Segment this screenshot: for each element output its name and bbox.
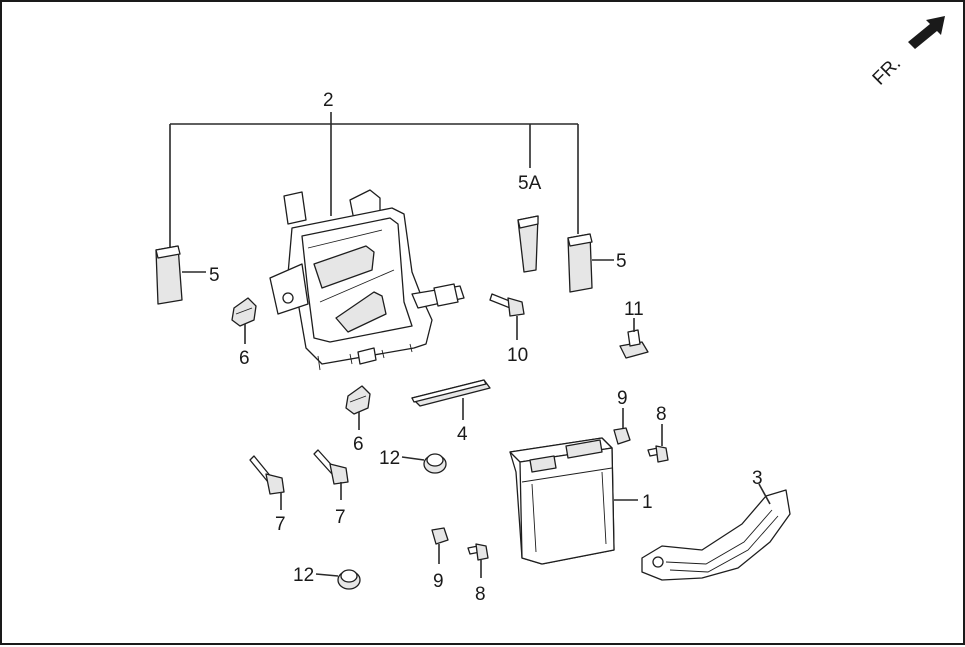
flange-nut-lower-icon [337,569,361,590]
callout-8-lower: 8 [475,584,486,605]
front-direction-arrow-icon [908,16,945,49]
callout-5-right: 5 [616,251,627,272]
screw-upper-icon [647,445,669,463]
clip-upper-icon [231,297,257,327]
callout-10: 10 [507,345,528,366]
clip-lower-icon [345,385,371,415]
callout-11: 11 [624,299,644,320]
bolt-left-icon [249,455,285,495]
callout-7-right: 7 [335,507,346,528]
square-nut-upper-icon [613,427,631,445]
callout-1: 1 [642,492,653,513]
bolt-10-icon [489,293,525,317]
battery-strap-icon [641,489,791,581]
callout-6-upper: 6 [239,348,250,369]
battery-icon [509,437,615,565]
callout-4: 4 [457,424,468,445]
front-direction-label: FR. [869,53,905,89]
flange-nut-upper-icon [423,453,447,474]
callout-2: 2 [323,90,334,111]
battery-box-icon [269,189,465,371]
foam-strip-4-icon [411,379,491,407]
callout-5a: 5A [518,173,542,194]
leader-lines-part-2 [169,112,579,248]
rubber-pad-right-icon [567,233,593,293]
callout-12-upper: 12 [379,448,400,469]
rubber-pad-left-icon [155,245,183,305]
callout-12-lower: 12 [293,565,314,586]
callout-7-left: 7 [275,514,286,535]
callout-9-lower: 9 [433,571,444,592]
callout-6-lower: 6 [353,434,364,455]
callout-5-left: 5 [209,265,220,286]
rubber-pad-5a-icon [517,215,539,273]
screw-lower-icon [467,543,489,561]
callout-9-upper: 9 [617,388,628,409]
nut-clip-11-icon [619,329,649,359]
callout-3: 3 [752,468,763,489]
bolt-right-icon [313,449,349,485]
callout-8-upper: 8 [656,404,667,425]
square-nut-lower-icon [431,527,449,545]
